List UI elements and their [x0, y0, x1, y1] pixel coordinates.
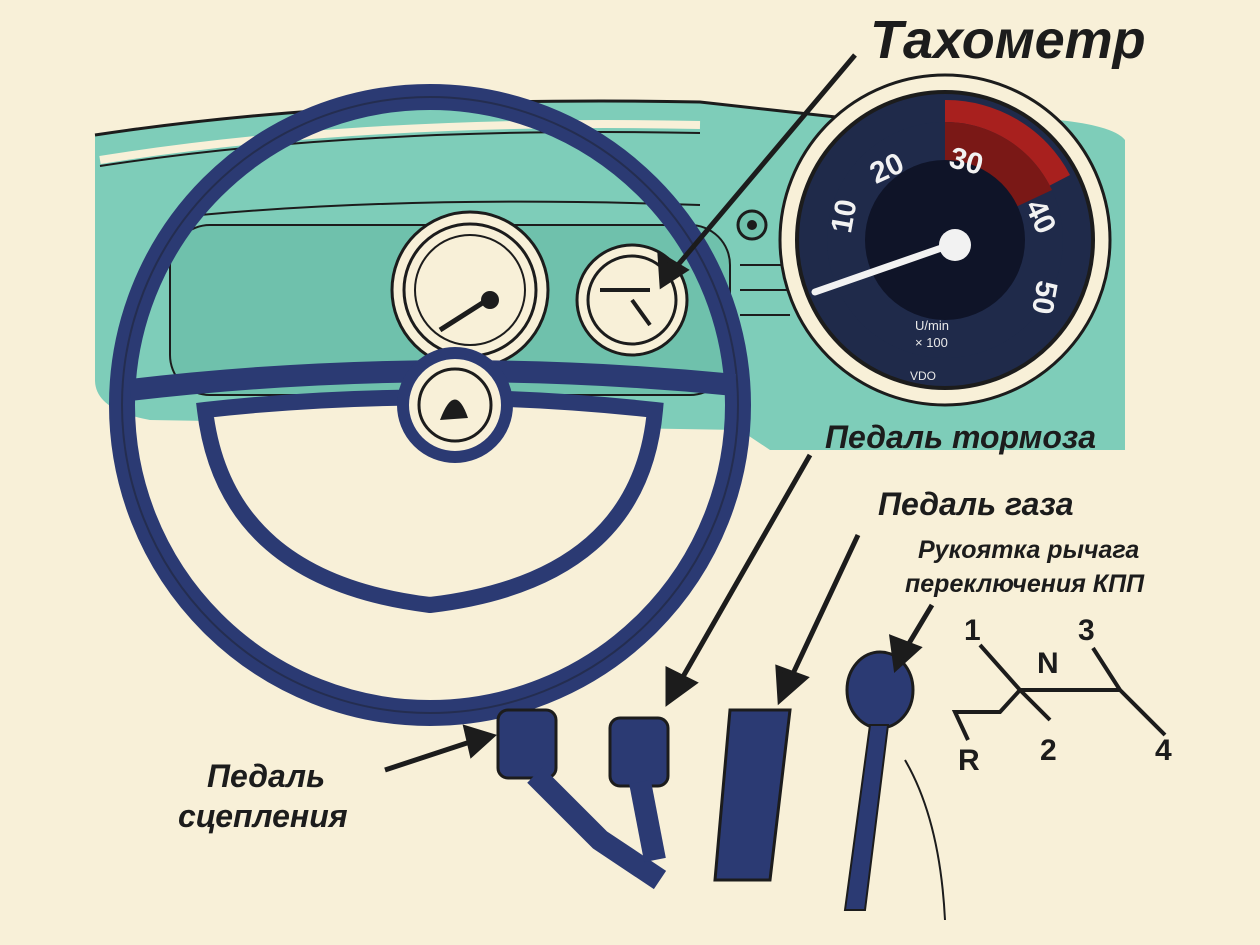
tach-needle	[811, 241, 954, 296]
clutch-pedal	[496, 708, 667, 890]
label-tachometer: Тахометр	[870, 10, 1146, 70]
fuel-gauge	[390, 210, 550, 370]
tach-brand: VDO	[910, 369, 936, 383]
shift-label-4: 4	[1155, 734, 1172, 767]
pointer-arrows	[384, 53, 935, 773]
shift-pattern: 1 N 3 R 2 4	[951, 614, 1172, 777]
shift-label-2: 2	[1040, 734, 1057, 767]
shift-label-r: R	[958, 744, 980, 777]
label-clutch-line1: Педаль	[207, 758, 325, 794]
gear-lever	[843, 650, 946, 921]
label-clutch-line2: сцепления	[178, 798, 348, 834]
label-gear-lever-line2: переключения КПП	[905, 570, 1145, 598]
brake-pedal	[608, 716, 670, 863]
tach-unit-multiplier: × 100	[915, 335, 948, 350]
tach-tick-10: 10	[825, 197, 863, 236]
label-gas-pedal: Педаль газа	[878, 486, 1074, 522]
tach-tick-50: 50	[1025, 278, 1063, 317]
shift-label-n: N	[1037, 647, 1059, 680]
label-gear-lever-line1: Рукоятка рычага	[918, 536, 1139, 564]
tachometer: 10 20 30 40 50 U/min × 100 VDO	[778, 73, 1112, 407]
shift-label-3: 3	[1078, 614, 1095, 647]
steering-wheel	[109, 84, 751, 726]
tach-unit: U/min	[915, 318, 949, 333]
gas-pedal	[713, 708, 792, 882]
label-brake-pedal: Педаль тормоза	[825, 419, 1096, 455]
shift-label-1: 1	[964, 614, 981, 647]
